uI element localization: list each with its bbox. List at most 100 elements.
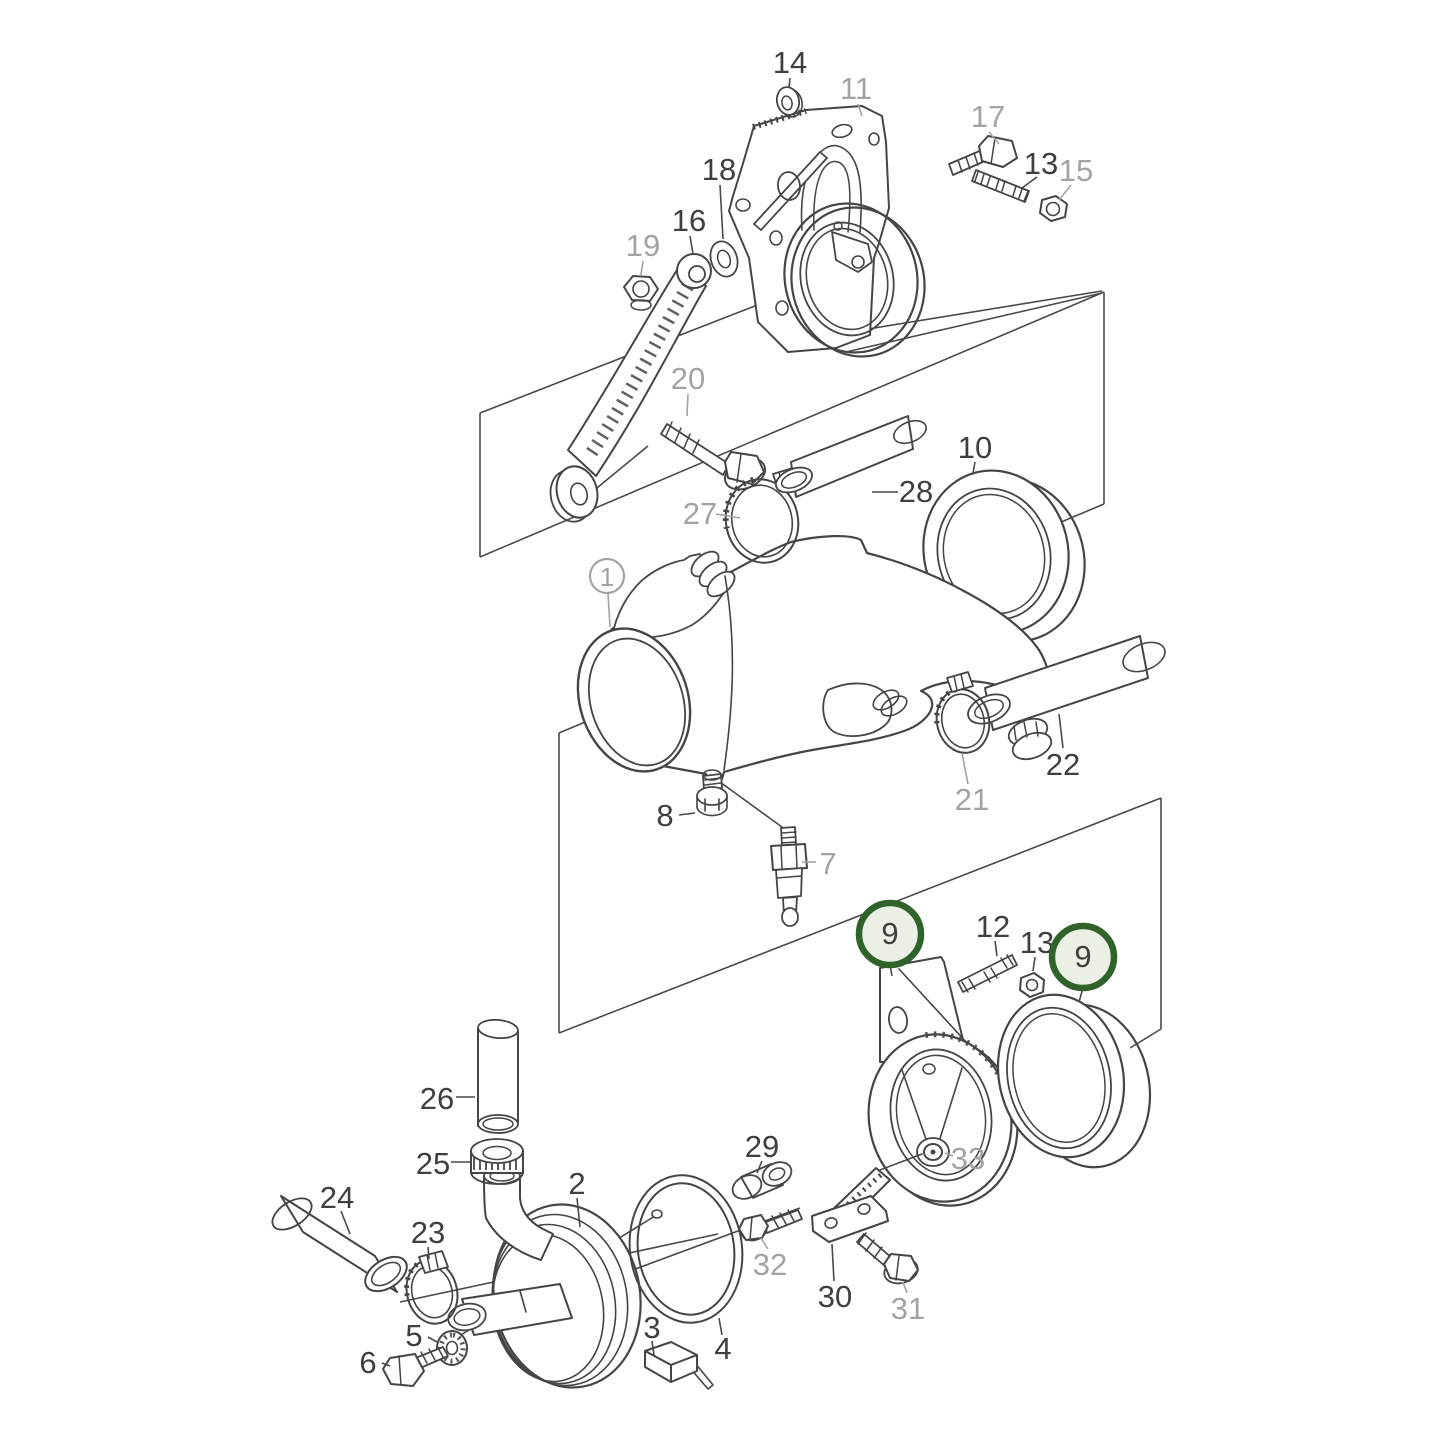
part-label-16[interactable]: 16 (672, 203, 706, 238)
label-leader-line-23 (427, 1246, 430, 1260)
part-drawing-stud-13-top (971, 169, 1030, 203)
construction-line (591, 445, 649, 493)
diagram-drawing (271, 86, 1166, 1390)
label-leader-line-3 (651, 1340, 655, 1356)
construction-line (629, 1207, 801, 1272)
part-number-7: 7 (819, 846, 836, 881)
part-label-8[interactable]: 8 (656, 798, 673, 833)
part-label-6[interactable]: 6 (359, 1345, 376, 1380)
part-drawing-heat-exchanger-1 (576, 534, 1053, 783)
label-circle-1 (588, 557, 626, 595)
part-drawing-pipe-28 (775, 415, 928, 498)
label-leader-line-5 (427, 1336, 438, 1343)
label-leader-line-11 (857, 103, 863, 117)
part-number-18: 18 (702, 152, 736, 187)
part-number-21: 21 (955, 782, 989, 817)
label-leader-line-30 (831, 1243, 835, 1282)
part-number-9-left: 9 (881, 916, 898, 951)
part-drawing-drain-valve-7 (770, 826, 808, 927)
part-label-21[interactable]: 21 (955, 782, 989, 817)
part-label-24[interactable]: 24 (320, 1180, 354, 1215)
part-number-9-right: 9 (1074, 939, 1091, 974)
highlight-circle-9-left (855, 899, 925, 969)
part-drawing-nut-19 (623, 275, 659, 311)
part-label-32[interactable]: 32 (753, 1247, 787, 1282)
label-leader-line-31 (902, 1281, 908, 1294)
part-label-27[interactable]: 27 (683, 496, 717, 531)
part-drawing-bolt-17 (948, 135, 1018, 176)
part-number-30: 30 (818, 1279, 852, 1314)
part-label-7[interactable]: 7 (819, 846, 836, 881)
part-number-5: 5 (405, 1318, 422, 1353)
label-leader-line-22 (1058, 713, 1064, 749)
part-label-10[interactable]: 10 (958, 430, 992, 465)
part-number-27: 27 (683, 496, 717, 531)
part-label-13-bottom[interactable]: 13 (1020, 925, 1054, 960)
leader-lines (340, 77, 1084, 1367)
part-label-26[interactable]: 26 (420, 1081, 454, 1116)
part-label-13-top[interactable]: 13 (1024, 146, 1058, 181)
part-label-15[interactable]: 15 (1059, 153, 1093, 188)
construction-line (719, 781, 787, 831)
part-label-4[interactable]: 4 (714, 1331, 731, 1366)
label-leader-line-19 (640, 260, 644, 276)
part-label-11[interactable]: 11 (840, 71, 872, 106)
label-leader-line-10 (972, 461, 976, 474)
part-number-33: 33 (951, 1141, 985, 1176)
part-drawing-bolt-32 (738, 1209, 803, 1242)
part-label-3[interactable]: 3 (643, 1310, 660, 1345)
part-number-29: 29 (745, 1129, 779, 1164)
part-label-25[interactable]: 25 (416, 1146, 450, 1181)
label-leader-line-33 (944, 1152, 954, 1157)
part-label-1[interactable]: 1 (588, 557, 626, 595)
part-label-28[interactable]: 28 (899, 474, 933, 509)
part-label-2[interactable]: 2 (568, 1166, 585, 1201)
label-leader-line-15 (1058, 184, 1072, 201)
part-label-19[interactable]: 19 (626, 228, 660, 263)
part-label-5[interactable]: 5 (405, 1318, 422, 1353)
part-label-22[interactable]: 22 (1046, 747, 1080, 782)
part-number-28: 28 (899, 474, 933, 509)
part-label-17[interactable]: 17 (971, 99, 1005, 134)
part-label-31[interactable]: 31 (891, 1291, 925, 1326)
part-label-30[interactable]: 30 (818, 1279, 852, 1314)
part-number-13-bottom: 13 (1020, 925, 1054, 960)
part-drawing-bolt-31 (856, 1232, 919, 1285)
part-number-11: 11 (840, 71, 872, 106)
part-drawing-washer-14 (775, 86, 803, 118)
label-leader-line-12 (994, 940, 998, 957)
part-number-22: 22 (1046, 747, 1080, 782)
label-leader-line-27 (715, 513, 741, 519)
part-label-33[interactable]: 33 (951, 1141, 985, 1176)
construction-line (1129, 1028, 1162, 1049)
part-drawing-hose-24 (271, 1195, 408, 1293)
label-leader-line-8 (678, 812, 696, 816)
label-leader-line-24 (340, 1210, 351, 1235)
part-drawing-washer-18 (709, 240, 739, 278)
part-number-8: 8 (656, 798, 673, 833)
part-number-4: 4 (714, 1331, 731, 1366)
part-number-24: 24 (320, 1180, 354, 1215)
part-label-14[interactable]: 14 (773, 45, 807, 80)
part-drawing-pipe-26 (477, 1018, 519, 1134)
part-label-29[interactable]: 29 (745, 1129, 779, 1164)
part-drawing-pulley-ring-11 (783, 202, 926, 358)
part-drawing-clip-3 (644, 1341, 714, 1390)
part-label-23[interactable]: 23 (411, 1215, 445, 1250)
part-drawing-pump-housing-2 (447, 1167, 663, 1389)
part-label-9-left[interactable]: 9 (855, 899, 925, 969)
construction-line (558, 797, 1162, 1034)
part-label-18[interactable]: 18 (702, 152, 736, 187)
part-number-2: 2 (568, 1166, 585, 1201)
part-number-12: 12 (976, 909, 1010, 944)
part-number-10: 10 (958, 430, 992, 465)
part-label-12[interactable]: 12 (976, 909, 1010, 944)
label-leader-line-14 (788, 77, 791, 89)
part-drawing-spacer-29 (731, 1161, 793, 1200)
part-label-20[interactable]: 20 (671, 361, 705, 396)
part-drawing-link-arm-16 (549, 253, 712, 523)
label-leader-line-20 (686, 393, 689, 417)
part-label-9-right[interactable]: 9 (1048, 922, 1118, 992)
label-leader-line-4 (718, 1317, 723, 1336)
